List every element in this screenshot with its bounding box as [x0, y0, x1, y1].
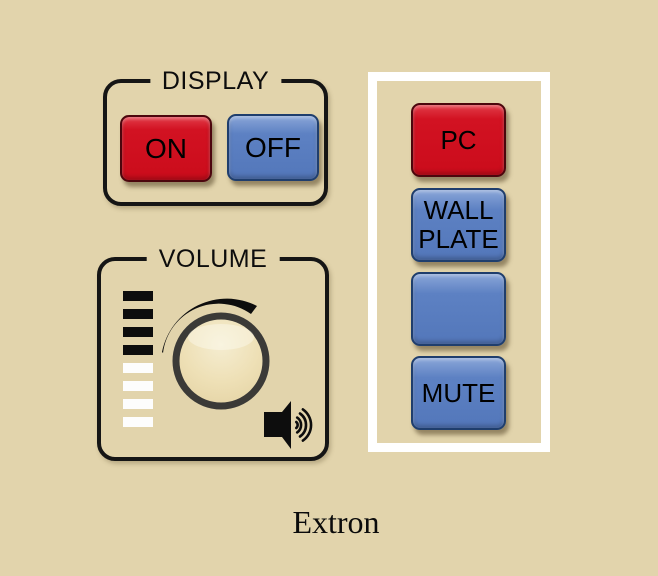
- volume-group-label: VOLUME: [146, 246, 280, 272]
- speaker-waves-icon: [264, 401, 313, 449]
- volume-level-bar: [123, 345, 153, 355]
- volume-knob[interactable]: [172, 312, 270, 410]
- display-off-button[interactable]: OFF: [227, 114, 319, 181]
- source-panel-frame: [368, 72, 550, 452]
- volume-level-bar: [123, 327, 153, 337]
- source-wall-plate-button[interactable]: WALL PLATE: [411, 188, 506, 262]
- audio-mute-button[interactable]: MUTE: [411, 356, 506, 430]
- volume-group-box: VOLUME: [97, 246, 329, 461]
- source-pc-button[interactable]: PC: [411, 103, 506, 177]
- display-on-button[interactable]: ON: [120, 115, 212, 182]
- source-blank-button[interactable]: [411, 272, 506, 346]
- brand-text: Extron: [292, 504, 380, 540]
- volume-level-bar: [123, 381, 153, 391]
- volume-level-bar: [123, 363, 153, 373]
- volume-knob-graphic: [162, 298, 313, 449]
- volume-level-bar: [123, 399, 153, 409]
- volume-level-bar: [123, 309, 153, 319]
- display-group-label: DISPLAY: [149, 68, 282, 94]
- rotation-arc-icon: [162, 298, 257, 353]
- volume-level-bar: [123, 291, 153, 301]
- volume-level-bar: [123, 417, 153, 427]
- display-group-box: DISPLAY ON OFF: [103, 68, 328, 206]
- knob-highlight: [188, 324, 254, 350]
